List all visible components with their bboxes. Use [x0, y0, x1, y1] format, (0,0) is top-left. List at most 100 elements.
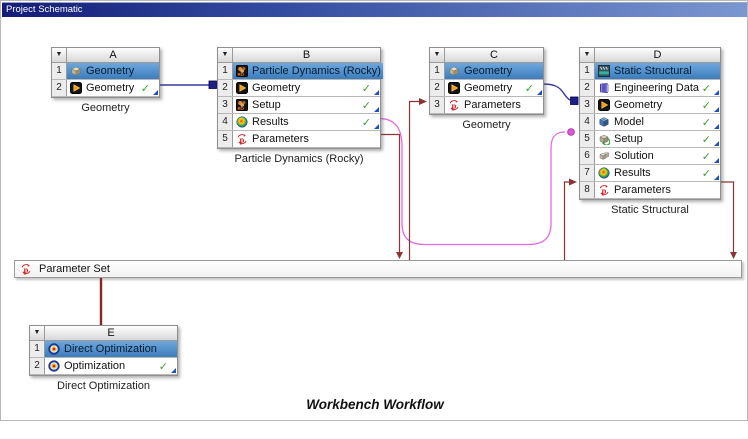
row-number: 1 [580, 63, 595, 79]
rocky-icon: RO [236, 99, 248, 111]
cell-label: Optimization [64, 360, 126, 372]
connector-square-d3 [570, 96, 579, 105]
row-number: 3 [580, 97, 595, 113]
row-number: 2 [580, 80, 595, 96]
row-number: 8 [580, 182, 595, 198]
parameters-icon: p [21, 264, 31, 275]
check-icon: ✓ [701, 150, 711, 163]
system-B-letter[interactable]: B [302, 49, 311, 61]
system-E-header: ▼E [30, 326, 177, 341]
geometry-box-icon [71, 66, 81, 76]
row-number: 1 [218, 63, 233, 79]
parameters-icon: p [237, 134, 247, 145]
cell-E1-direct-optimization[interactable]: 1 Direct Optimization [30, 341, 177, 358]
row-number: 7 [580, 165, 595, 181]
static-structural-icon [598, 65, 610, 77]
check-icon: ✓ [524, 82, 534, 95]
check-icon: ✓ [361, 99, 371, 112]
connector-dot-d5 [567, 128, 575, 136]
cell-label: Geometry [464, 65, 513, 77]
cell-label: Setup [614, 133, 643, 145]
arrow-into-parameterset-left [396, 252, 403, 259]
row-number: 1 [30, 341, 45, 357]
corner-triangle-icon [714, 124, 719, 129]
system-C-menu-button[interactable]: ▼ [430, 48, 445, 62]
arrow-into-d8 [569, 178, 577, 186]
connection-lines-layer [99, 80, 737, 326]
cell-label: Particle Dynamics (Rocky) [252, 65, 381, 77]
cell-label: Parameters [614, 184, 671, 196]
arrow-into-parameterset-right [730, 252, 737, 259]
system-D-menu-button[interactable]: ▼ [580, 48, 595, 62]
system-A-letter[interactable]: A [109, 49, 117, 61]
check-icon: ✓ [701, 133, 711, 146]
check-icon: ✓ [361, 82, 371, 95]
system-E-menu-button[interactable]: ▼ [30, 326, 45, 340]
results-icon [598, 167, 610, 179]
rocky-geometry-icon [448, 82, 460, 94]
cell-label: Parameters [464, 99, 521, 111]
system-D-caption: Static Structural [611, 204, 689, 216]
cell-B2-geometry[interactable]: 2 Geometry ✓ [218, 80, 380, 97]
corner-triangle-icon [714, 107, 719, 112]
system-A-menu-button[interactable]: ▼ [52, 48, 67, 62]
row-number: 2 [218, 80, 233, 96]
chevron-down-icon: ▼ [33, 329, 41, 336]
cell-label: Solution [614, 150, 654, 162]
check-icon: ✓ [701, 99, 711, 112]
chevron-down-icon: ▼ [55, 51, 63, 58]
system-B-menu-button[interactable]: ▼ [218, 48, 233, 62]
cell-label: Model [614, 116, 644, 128]
row-number: 1 [52, 63, 67, 79]
check-icon: ✓ [701, 116, 711, 129]
system-E-letter[interactable]: E [107, 327, 115, 339]
connector-square-b2 [208, 80, 217, 89]
svg-text:p: p [452, 101, 457, 111]
schematic-title: Project Schematic [6, 4, 83, 15]
chevron-down-icon: ▼ [583, 51, 591, 58]
corner-triangle-icon [537, 90, 542, 95]
parameter-set-bar[interactable]: p Parameter Set [14, 260, 742, 278]
cell-label: Direct Optimization [64, 343, 157, 355]
system-A-header: ▼A [52, 48, 159, 63]
cell-label: Geometry [252, 82, 301, 94]
system-D-letter[interactable]: D [653, 49, 662, 61]
connector-d8-parameterset [719, 181, 735, 252]
chevron-down-icon: ▼ [221, 51, 229, 58]
rocky-geometry-icon [236, 82, 248, 94]
rocky-geometry-icon [70, 82, 82, 94]
parameter-set-label: Parameter Set [39, 263, 110, 275]
system-D-header: ▼D [580, 48, 720, 63]
row-number: 3 [218, 97, 233, 113]
corner-triangle-icon [714, 175, 719, 180]
system-C-letter[interactable]: C [490, 49, 498, 61]
setup-icon [599, 134, 610, 145]
corner-triangle-icon [714, 158, 719, 163]
corner-triangle-icon [714, 90, 719, 95]
system-B-header: ▼B [218, 48, 380, 63]
corner-triangle-icon [153, 90, 158, 95]
